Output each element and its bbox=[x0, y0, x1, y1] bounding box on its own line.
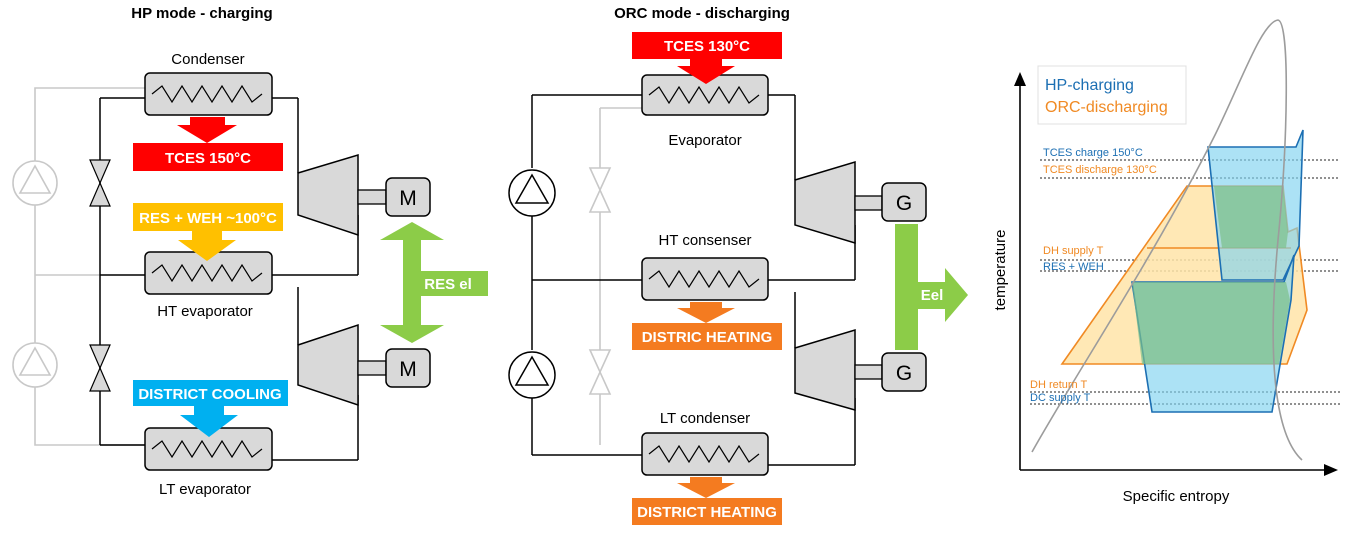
ts-legend-box bbox=[1037, 65, 1187, 125]
ts-label-tces-charge: TCES charge 150°C bbox=[1043, 147, 1143, 159]
ts-label-res-weh: RES + WEH bbox=[1043, 261, 1104, 273]
hp-shaft-bottom bbox=[357, 360, 387, 376]
hp-compressor-bottom bbox=[297, 323, 359, 407]
hp-res-el-arrow bbox=[380, 222, 488, 343]
ts-label-dh-supply: DH supply T bbox=[1043, 245, 1104, 257]
hp-tces-arrow bbox=[177, 117, 237, 143]
hp-shaft-top bbox=[357, 189, 387, 205]
orc-pump-bottom bbox=[508, 351, 556, 399]
hp-compressor-top bbox=[297, 153, 359, 237]
ts-legend-orc: ORC-discharging bbox=[1045, 99, 1168, 116]
hp-res-arrow bbox=[178, 231, 236, 261]
orc-title: ORC mode - discharging bbox=[614, 5, 790, 22]
orc-lt-condenser bbox=[641, 432, 769, 476]
hp-res-box bbox=[133, 203, 283, 231]
ts-legend-hp: HP-charging bbox=[1045, 77, 1134, 94]
hp-res-box-label: RES + WEH ~100°C bbox=[139, 210, 277, 227]
orc-generator-top-label: G bbox=[896, 192, 912, 215]
ts-diagram: HP-charging ORC-discharging TCES charge … bbox=[992, 19, 1340, 505]
orc-pump-top bbox=[508, 169, 556, 217]
orc-tces-box bbox=[632, 32, 782, 59]
ts-label-dh-return: DH return T bbox=[1030, 379, 1088, 391]
orc-ht-condenser-label: HT consenser bbox=[658, 232, 751, 249]
hp-tces-box-label: TCES 150°C bbox=[165, 150, 251, 167]
orc-tces-arrow bbox=[677, 59, 735, 84]
ts-saturation-dome bbox=[1031, 19, 1303, 461]
hp-ht-evaporator-label: HT evaporator bbox=[157, 303, 253, 320]
hp-lt-evaporator-label: LT evaporator bbox=[159, 481, 251, 498]
orc-ht-condenser bbox=[641, 257, 769, 301]
orc-evaporator-label: Evaporator bbox=[668, 132, 741, 149]
orc-expander-bottom bbox=[794, 328, 856, 411]
ts-label-dc-supply: DC supply T bbox=[1030, 392, 1091, 404]
hp-motor-bottom-label: M bbox=[399, 358, 417, 381]
orc-heating-arrow-bottom bbox=[677, 477, 735, 498]
ts-overlap-lower bbox=[1132, 282, 1290, 364]
hp-inactive-pump-loop bbox=[12, 87, 145, 446]
orc-eel-arrow bbox=[895, 224, 968, 350]
orc-eel-label: Eel bbox=[921, 287, 944, 304]
hp-res-el-label: RES el bbox=[424, 276, 472, 293]
orc-heating-arrow-top bbox=[677, 302, 735, 323]
orc-heating-box-bottom-label: DISTRICT HEATING bbox=[637, 504, 777, 521]
orc-heating-box-bottom bbox=[632, 498, 782, 525]
orc-lt-condenser-label: LT condenser bbox=[660, 410, 750, 427]
orc-heating-box-top-label: DISTRIC HEATING bbox=[642, 329, 773, 346]
orc-inactive-valve-loop bbox=[588, 107, 642, 445]
hp-cooling-arrow bbox=[180, 406, 238, 437]
ts-y-axis-label: temperature bbox=[992, 230, 1009, 311]
hp-condenser bbox=[144, 72, 273, 116]
orc-shaft-top bbox=[854, 195, 883, 211]
orc-tces-box-label: TCES 130°C bbox=[664, 38, 750, 55]
orc-generator-bottom-label: G bbox=[896, 362, 912, 385]
hp-cooling-box-label: DISTRICT COOLING bbox=[138, 386, 281, 403]
ts-x-axis-label: Specific entropy bbox=[1123, 488, 1230, 505]
ts-overlap-upper bbox=[1214, 186, 1288, 248]
orc-expander-top bbox=[794, 160, 856, 245]
ts-x-arrow bbox=[1324, 464, 1338, 476]
orc-generator-bottom bbox=[881, 352, 927, 392]
hp-title: HP mode - charging bbox=[131, 5, 272, 22]
hp-expansion-valve-top bbox=[89, 159, 111, 207]
ts-label-tces-discharge: TCES discharge 130°C bbox=[1043, 164, 1157, 176]
hp-condenser-label: Condenser bbox=[171, 51, 244, 68]
hp-ht-evaporator bbox=[144, 251, 273, 295]
orc-shaft-bottom bbox=[854, 364, 883, 380]
hp-tces-box bbox=[133, 143, 283, 171]
orc-piping bbox=[531, 94, 856, 466]
ts-y-arrow bbox=[1014, 72, 1026, 86]
hp-motor-top bbox=[385, 177, 431, 217]
hp-motor-top-label: M bbox=[399, 187, 417, 210]
orc-generator-top bbox=[881, 182, 927, 222]
hp-expansion-valve-bottom bbox=[89, 344, 111, 392]
hp-motor-bottom bbox=[385, 348, 431, 388]
hp-cooling-box bbox=[133, 380, 288, 406]
orc-heating-box-top bbox=[632, 323, 782, 350]
